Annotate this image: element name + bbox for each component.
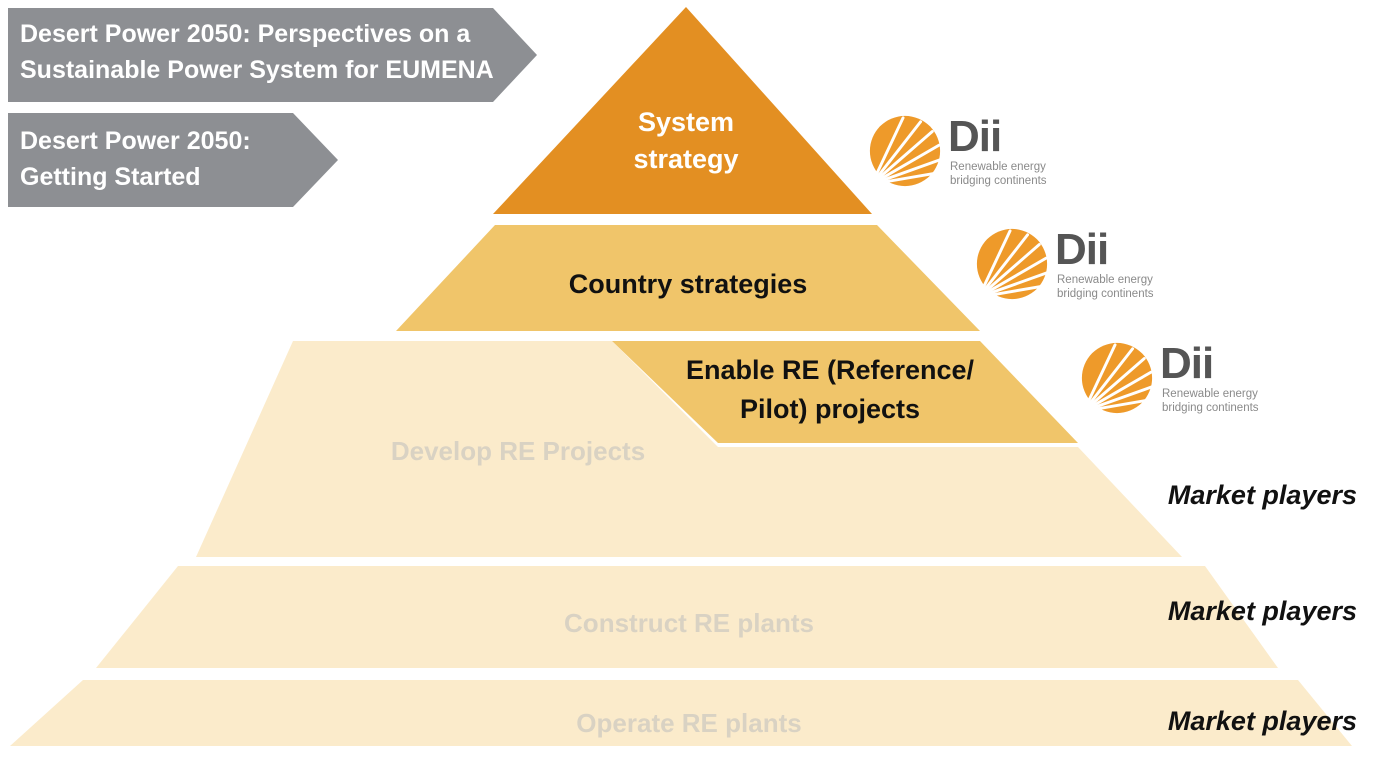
dii-logo-3: Dii Renewable energy bridging continents [1078,339,1293,429]
tier-develop-shape [196,341,1182,557]
enable-re-line2: Pilot) projects [739,394,921,425]
dii-logo-2: Dii Renewable energy bridging continents [973,225,1188,315]
tier-operate-label: Operate RE plants [576,708,802,738]
callout-getting-started-shape [8,113,338,207]
tier-construct-shape [96,566,1278,668]
dii-logo-3-tag-line1: Renewable energy [1162,388,1258,400]
enable-re-line1: Enable RE (Reference/ [685,355,975,385]
tier-enable-re-shape [612,341,1078,443]
callout-getting-started-text: Desert Power 2050: Getting Started [20,124,251,195]
dii-logo-2-tag-line2: bridging continents [1057,288,1154,301]
role-develop-label: Market players [1167,480,1357,510]
callout-perspectives-line2: Sustainable Power System for EUMENA [20,55,494,84]
dii-logo-1: Dii Renewable energy bridging continents [866,112,1081,202]
role-operate-label: Market players [1167,706,1357,736]
dii-logo-1-tagline: Renewable energy bridging continents [950,160,1047,189]
callout-getting-started-line1: Desert Power 2050: [20,127,251,155]
system-strategy-line1: System [637,107,735,137]
dii-logo-3-name: Dii [1160,339,1214,388]
callout-perspectives-shape [8,8,537,102]
dii-logo-1-tag-line1: Renewable energy [950,161,1046,173]
sun-rays-icon [869,115,942,187]
dii-logo-2-tagline: Renewable energy bridging continents [1057,273,1154,302]
callout-getting-started-line2: Getting Started [20,162,201,191]
tier-develop-label: Develop RE Projects [390,436,646,466]
dii-logo-3-tagline: Renewable energy bridging continents [1162,387,1259,416]
tier-country-strategies-label: Country strategies [568,269,808,299]
dii-logo-1-tag-line2: bridging continents [950,175,1047,188]
tier-system-strategy-label: System strategy [586,104,786,179]
tier-country-strategies-shape [396,225,980,331]
callout-perspectives-text: Desert Power 2050: Perspectives on a Sus… [20,17,494,88]
tier-operate-shape [10,680,1352,746]
dii-logo-2-tag-line1: Renewable energy [1057,274,1153,286]
dii-logo-3-tag-line2: bridging continents [1162,402,1259,415]
system-strategy-line2: strategy [633,144,739,175]
callout-perspectives-line1: Desert Power 2050: Perspectives on a [20,20,471,48]
tier-system-strategy-shape [493,7,872,214]
sun-rays-icon [1081,342,1154,414]
role-construct-label: Market players [1167,596,1357,626]
tier-enable-re-label: Enable RE (Reference/ Pilot) projects [640,351,1020,429]
tier-construct-label: Construct RE plants [564,608,814,638]
dii-logo-2-name: Dii [1055,225,1109,274]
sun-rays-icon [976,228,1049,300]
dii-logo-1-name: Dii [948,112,1002,161]
